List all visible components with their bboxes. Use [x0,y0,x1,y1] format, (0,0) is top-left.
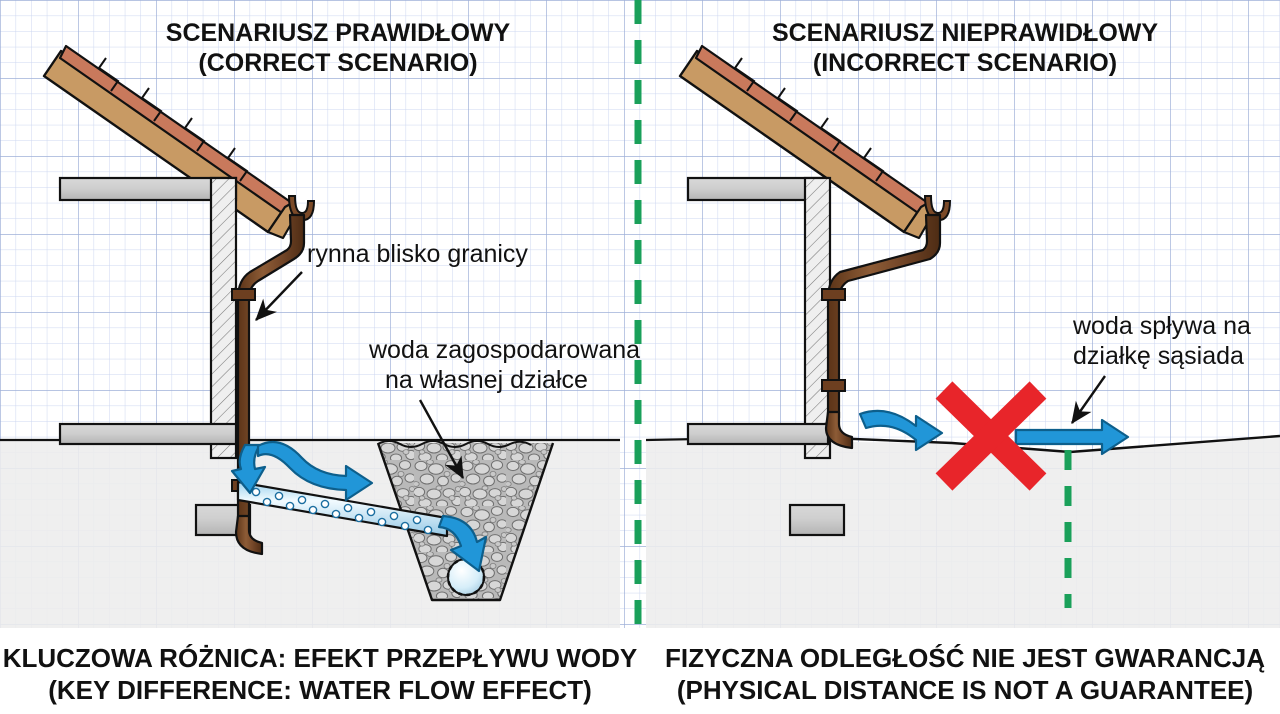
floor-slab-left [58,422,238,446]
exterior-wall-left [209,176,238,460]
annotation-gutter-leader [255,271,303,321]
annotation-gutter-label: rynna blisko granicy [307,240,528,268]
panel-right-title-en: (INCORRECT SCENARIO) [813,49,1117,77]
annotation-neighbour-line2: działkę sąsiada [1073,342,1244,370]
annotation-managed-leader [418,399,465,480]
panel-left-title-pl: SCENARIUSZ PRAWIDŁOWY [166,19,511,47]
downspout-collar-upper [821,288,846,301]
water-flow-arrows-left [230,440,488,573]
floor-slab-right [686,422,830,446]
trench-top-edge [377,440,532,448]
arrow-runoff-near-wall [858,409,944,452]
panel-left-caption-en: (KEY DIFFERENCE: WATER FLOW EFFECT) [48,675,592,705]
annotation-water-to-neighbour: woda spływa na działkę sąsiada [1071,312,1251,424]
downspout-shoe [824,410,854,450]
annotation-neighbour-line1: woda spływa na [1072,312,1251,340]
annotation-gutter-near-boundary: rynna blisko granicy [255,240,528,321]
panel-left-caption-pl: KLUCZOWA RÓŻNICA: EFEKT PRZEPŁYWU WODY [3,643,638,673]
soil-mass-right [646,436,1280,628]
downspout-collar-upper [231,288,256,301]
ceiling-slab-left [58,176,238,202]
downspout-collar-lower [821,379,846,392]
pitched-roof-right [678,44,936,240]
exterior-wall-right [803,176,832,460]
panel-right: woda spływa na działkę sąsiada SCENARIUS… [645,19,1280,628]
panel-right-caption-pl: FIZYCZNA ODLEGŁOŚĆ NIE JEST GWARANCJĄ [665,643,1265,673]
downspout-right [821,213,942,450]
perforated-drain-pipe-left [236,480,449,538]
arrow-runoff-to-neighbour [1014,418,1130,456]
roof-tile-joints [734,57,885,182]
panel-left: rynna blisko granicy woda zagospodarowan… [0,19,640,628]
panel-right-title-pl: SCENARIUSZ NIEPRAWIDŁOWY [772,19,1158,47]
annotation-managed-line2: na własnej działce [385,366,588,394]
arrow-down-into-pipe [230,443,267,495]
roof-tile-joints [98,57,249,182]
foundation-footing-right [788,503,846,537]
arrow-surface-flow [256,440,374,502]
annotation-water-managed: woda zagospodarowana na własnej działce [368,336,640,480]
panel-left-title-en: (CORRECT SCENARIO) [198,49,477,77]
trench-gravel-fill [378,443,553,600]
pipe-perforations [251,487,433,535]
drain-pipe-body [236,480,449,538]
panel-right-caption-en: (PHYSICAL DISTANCE IS NOT A GUARANTEE) [677,675,1253,705]
water-flow-arrows-right [858,409,1130,456]
caption-strip-background [0,628,1280,714]
soakaway-trench-left [376,440,555,602]
prohibition-cross-icon [935,381,1047,491]
annotation-managed-line1: woda zagospodarowana [368,336,640,364]
arrow-into-trench [437,514,488,573]
annotation-neighbour-leader [1071,375,1106,424]
downspout-shoe [234,514,264,556]
